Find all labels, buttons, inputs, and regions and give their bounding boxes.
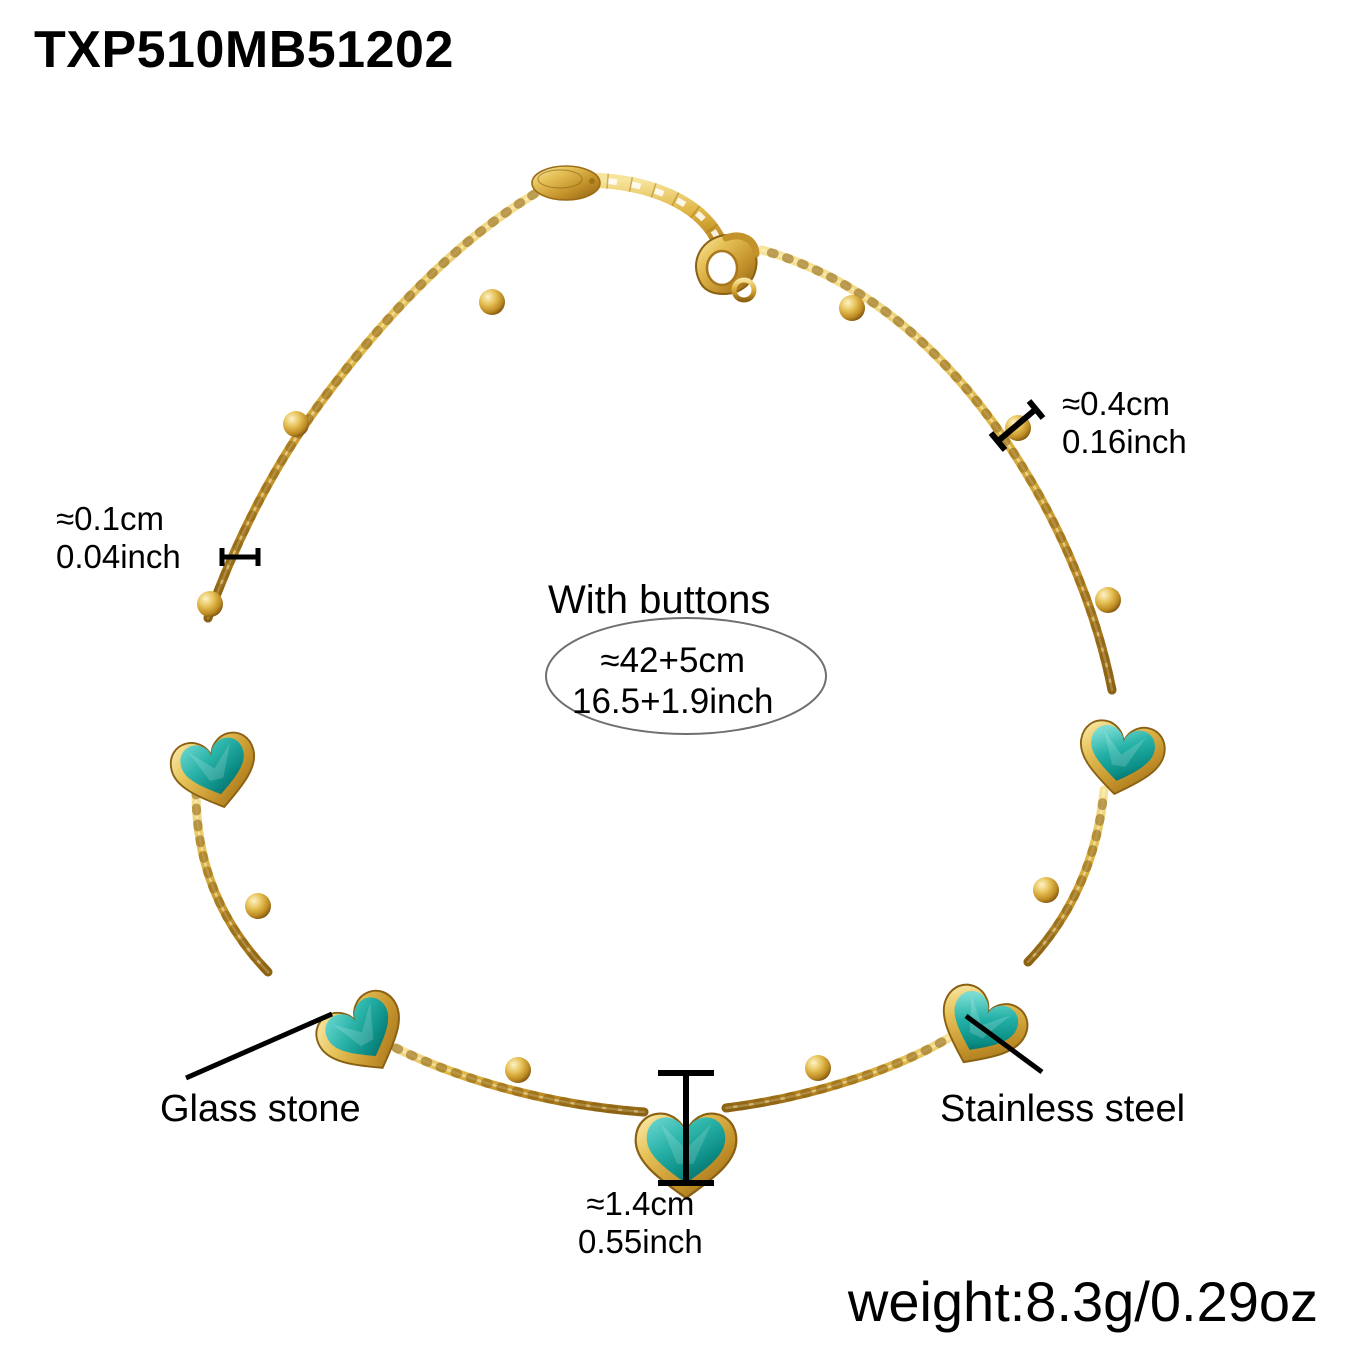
- bead: [805, 1055, 831, 1081]
- leader-line-glass-stone: [184, 1011, 334, 1081]
- chain-group: [191, 181, 1117, 1117]
- bead-size-cm: ≈0.4cm: [1062, 385, 1170, 422]
- product-sku-label: TXP510MB51202: [34, 21, 454, 79]
- annotation-heart-size: ≈1.4cm 0.55inch: [578, 1185, 703, 1262]
- bead: [197, 591, 223, 617]
- bead: [1033, 877, 1059, 903]
- heart-stone-lower-right: [923, 976, 1036, 1083]
- heart-stone-left: [165, 727, 267, 819]
- brand-tag: [531, 165, 601, 201]
- bead: [1095, 587, 1121, 613]
- heart-stone-lower-left: [307, 981, 422, 1091]
- heart-size-cm: ≈1.4cm: [586, 1185, 695, 1222]
- chain-width-cm: ≈0.1cm: [56, 500, 164, 537]
- dimension-heart-size: [658, 1070, 714, 1186]
- leader-line-stainless-steel: [964, 1013, 1044, 1075]
- length-inch: 16.5+1.9inch: [572, 682, 774, 722]
- annotation-chain-width: ≈0.1cm 0.04inch: [56, 500, 181, 577]
- chain-beads: [197, 289, 1121, 1083]
- bead: [479, 289, 505, 315]
- chain-width-inch: 0.04inch: [56, 538, 181, 576]
- lobster-clasp: [695, 232, 760, 303]
- heart-size-inch: 0.55inch: [578, 1223, 703, 1261]
- heart-stone-right: [1071, 716, 1170, 803]
- bead: [505, 1057, 531, 1083]
- dimension-chain-width: [219, 548, 261, 566]
- bead: [245, 893, 271, 919]
- length-title: With buttons: [548, 578, 771, 622]
- product-weight-label: weight:8.3g/0.29oz: [847, 1270, 1318, 1333]
- heart-stone-center: [634, 1112, 738, 1200]
- dimension-bead-size: [988, 399, 1046, 452]
- bead: [839, 295, 865, 321]
- length-cm: ≈42+5cm: [600, 641, 746, 680]
- material-label-metal: Stainless steel: [940, 1088, 1186, 1130]
- length-ellipse: [545, 617, 827, 735]
- annotation-length: ≈42+5cm 16.5+1.9inch: [572, 640, 773, 723]
- annotation-bead-size: ≈0.4cm 0.16inch: [1062, 385, 1187, 462]
- material-label-stone: Glass stone: [160, 1088, 361, 1130]
- bead: [283, 411, 309, 437]
- bead-size-inch: 0.16inch: [1062, 423, 1187, 461]
